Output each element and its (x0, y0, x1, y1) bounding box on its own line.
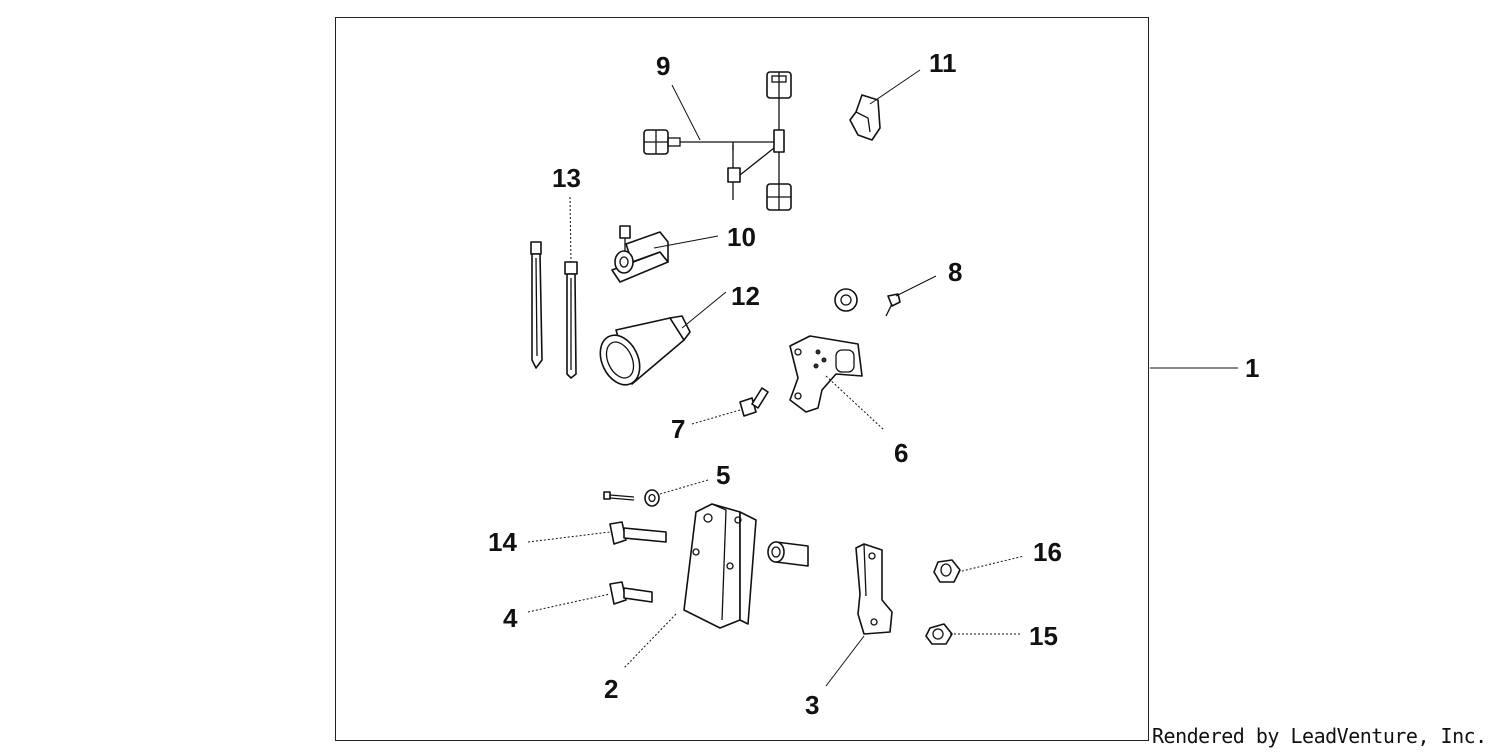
leader-line-11 (869, 69, 921, 105)
leader-line-2 (623, 613, 677, 669)
callout-1: 1 (1245, 353, 1260, 383)
callout-7: 7 (671, 414, 686, 444)
leader-line-7 (691, 409, 741, 425)
bolt-part (691, 387, 769, 425)
callout-14: 14 (488, 527, 517, 557)
clip-part (849, 69, 921, 141)
leader-line-6 (825, 375, 885, 431)
bent-bracket-part (825, 543, 893, 687)
wire-harness-part (643, 71, 792, 211)
leader-line-8 (895, 275, 937, 297)
mounting-plate-part (789, 335, 885, 431)
exhaust-tip-part (599, 291, 727, 386)
callout-9: 9 (656, 51, 671, 81)
collar-part (767, 541, 809, 567)
callout-13: 13 (552, 163, 581, 193)
nut-part (925, 623, 1020, 645)
leader-line-9 (671, 84, 701, 141)
leader-line-10 (653, 235, 719, 249)
callout-8: 8 (948, 257, 963, 287)
main-bracket-part (623, 503, 757, 669)
callout-4: 4 (503, 603, 518, 633)
kit-frame (335, 17, 1149, 741)
callout-12: 12 (731, 281, 760, 311)
leader-line-13 (569, 196, 572, 263)
callout-2: 2 (604, 674, 619, 704)
sensor-bracket-part (611, 225, 719, 283)
leader-line-3 (825, 635, 865, 687)
leader-line-12 (681, 291, 727, 329)
cable-ties-part (530, 196, 578, 379)
callout-11: 11 (929, 48, 957, 78)
callout-5: 5 (716, 460, 731, 490)
short-bolt-part (527, 581, 653, 613)
leader-line-16 (957, 555, 1025, 573)
screw-part (834, 275, 937, 317)
callout-15: 15 (1029, 621, 1058, 651)
leader-line-5 (659, 479, 709, 495)
leader-line-14 (527, 531, 611, 543)
callout-6: 6 (894, 438, 909, 468)
flange-nut-part (933, 555, 1025, 583)
callout-10: 10 (727, 222, 756, 252)
small-bolt-nut-part (603, 479, 709, 507)
callout-16: 16 (1033, 537, 1062, 567)
render-credit: Rendered by LeadVenture, Inc. (1152, 724, 1487, 748)
leader-line-4 (527, 593, 611, 613)
long-bolt-part (527, 521, 667, 545)
callout-3: 3 (805, 690, 820, 720)
